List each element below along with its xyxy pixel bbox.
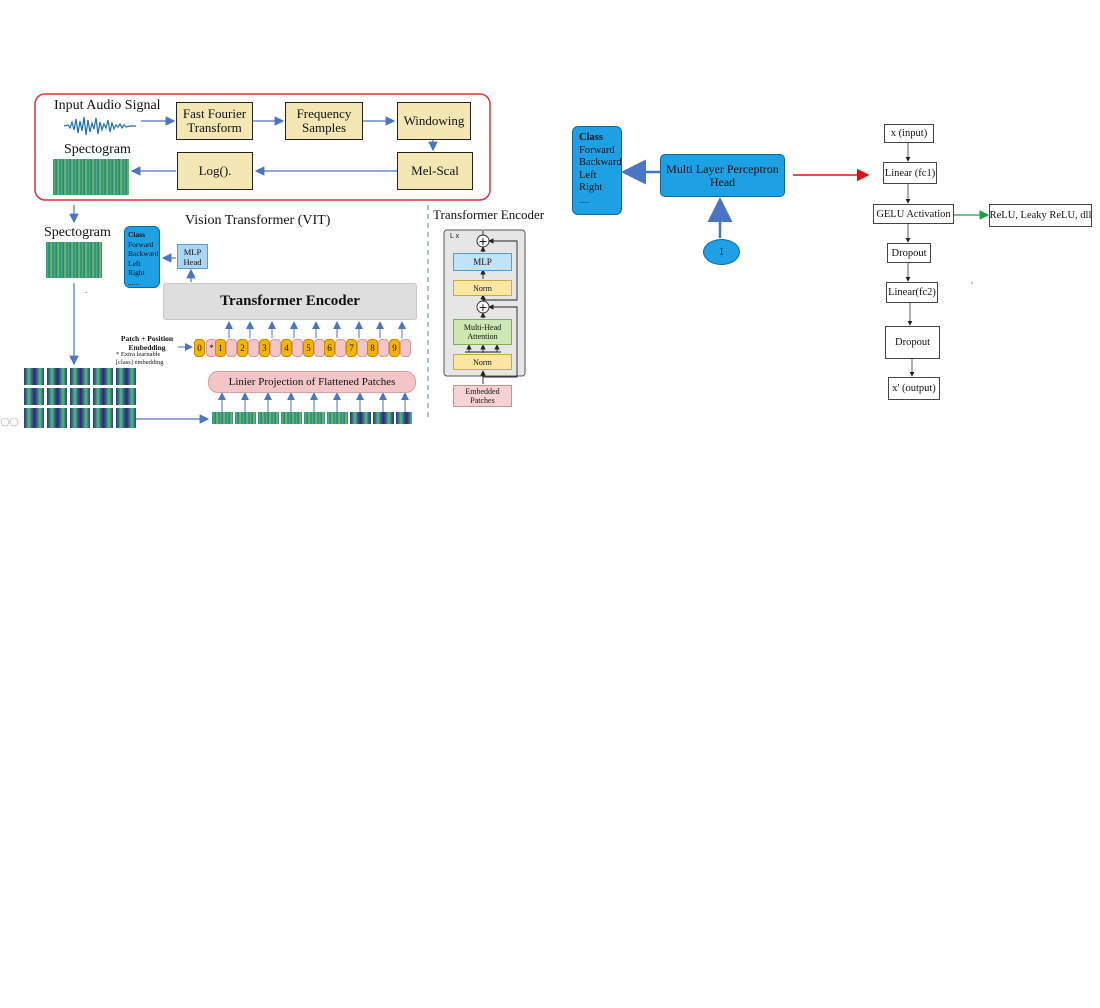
token: 8	[367, 339, 378, 357]
patch-embedding-label: Patch + Position Embedding	[120, 334, 174, 352]
svg-text:+: +	[478, 301, 487, 314]
encoder-detail-title: Transformer Encoder	[433, 207, 545, 222]
token: 7	[346, 339, 357, 357]
encoder-norm-top: Norm	[453, 280, 512, 296]
pipeline-frame	[34, 93, 491, 201]
token-pos	[270, 339, 281, 357]
flow-dropout-1: Dropout	[887, 243, 931, 263]
vit-class-title: Class	[128, 230, 146, 239]
extra-class-note: * Extra learnable [class] embedding	[116, 351, 164, 366]
windowing-box: Windowing	[397, 102, 471, 140]
flow-output: x' (output)	[888, 377, 940, 400]
input-audio-label: Input Audio Signal	[54, 98, 161, 113]
mel-scale-box: Mel-Scal	[397, 152, 473, 190]
token-pos	[248, 339, 259, 357]
token: 3	[259, 339, 270, 357]
vit-class-item: Right	[128, 268, 145, 277]
vit-transformer-encoder: Transformer Encoder	[163, 283, 417, 320]
token-pos	[292, 339, 303, 357]
vit-class-item: Forward	[128, 239, 154, 249]
vit-class-item: ......	[128, 277, 140, 287]
vit-class-item: Backward	[128, 249, 159, 258]
mlp-head-box: Multi Layer Perceptron Head	[660, 154, 785, 197]
token: 0	[194, 339, 205, 357]
svg-text:.: .	[85, 285, 87, 295]
head-class-box: Class Forward Backward Left Right ......	[572, 126, 622, 215]
svg-text:+: +	[478, 235, 487, 248]
spectogram-patch-grid	[24, 368, 136, 428]
token: 9	[389, 339, 400, 357]
head-class-item: Forward	[579, 144, 615, 156]
token-pos	[378, 339, 389, 357]
spectogram-top-image	[53, 159, 129, 195]
vit-title: Vision Transformer (VIT)	[185, 213, 331, 228]
linear-projection-bar: Linier Projection of Flattened Patches	[208, 371, 416, 393]
flow-fc1: Linear (fc1)	[883, 162, 937, 184]
token: 1	[215, 339, 226, 357]
encoder-lx: L x	[450, 233, 460, 240]
frequency-samples-box: Frequency Samples	[285, 102, 363, 140]
token: 4	[281, 339, 292, 357]
flow-dropout-2: Dropout	[885, 326, 940, 359]
flattened-patches-row	[212, 412, 412, 424]
encoder-mha-box: Multi-Head Attention	[453, 319, 512, 345]
token: 2	[237, 339, 248, 357]
encoder-norm-bottom: Norm	[453, 354, 512, 370]
head-class-item: Right	[579, 182, 603, 193]
token: 6	[324, 339, 335, 357]
spectogram-top-label: Spectogram	[64, 142, 131, 157]
head-class-item: ......	[579, 196, 590, 205]
embedded-patches-box: Embedded Patches	[453, 385, 512, 407]
svg-text:,: ,	[971, 275, 973, 285]
token: 5	[303, 339, 314, 357]
head-class-item: Backward	[579, 157, 622, 168]
input-node: I	[703, 239, 740, 265]
log-box: Log().	[177, 152, 253, 190]
spectogram-label: Spectogram	[44, 225, 111, 240]
flow-activation-alternatives: ReLU, Leaky ReLU, dll	[989, 204, 1092, 227]
token-pos	[335, 339, 346, 357]
token-pos	[400, 339, 411, 357]
head-class-title: Class	[579, 132, 603, 143]
head-class-item: Left	[579, 169, 597, 181]
encoder-mlp-box: MLP	[453, 253, 512, 271]
flow-gelu: GELU Activation	[873, 204, 954, 224]
waveform-icon	[64, 114, 136, 138]
spectogram-image	[46, 242, 102, 278]
fft-box: Fast Fourier Transform	[176, 102, 253, 140]
vit-mlp-head: MLP Head	[177, 244, 208, 269]
flow-fc2: Linear(fc2)	[886, 282, 938, 303]
vit-class-box: Class Forward Backward Left Right ......	[124, 226, 160, 288]
vit-class-item: Left	[128, 258, 141, 268]
flow-input: x (input)	[884, 124, 934, 143]
token-pos	[226, 339, 237, 357]
